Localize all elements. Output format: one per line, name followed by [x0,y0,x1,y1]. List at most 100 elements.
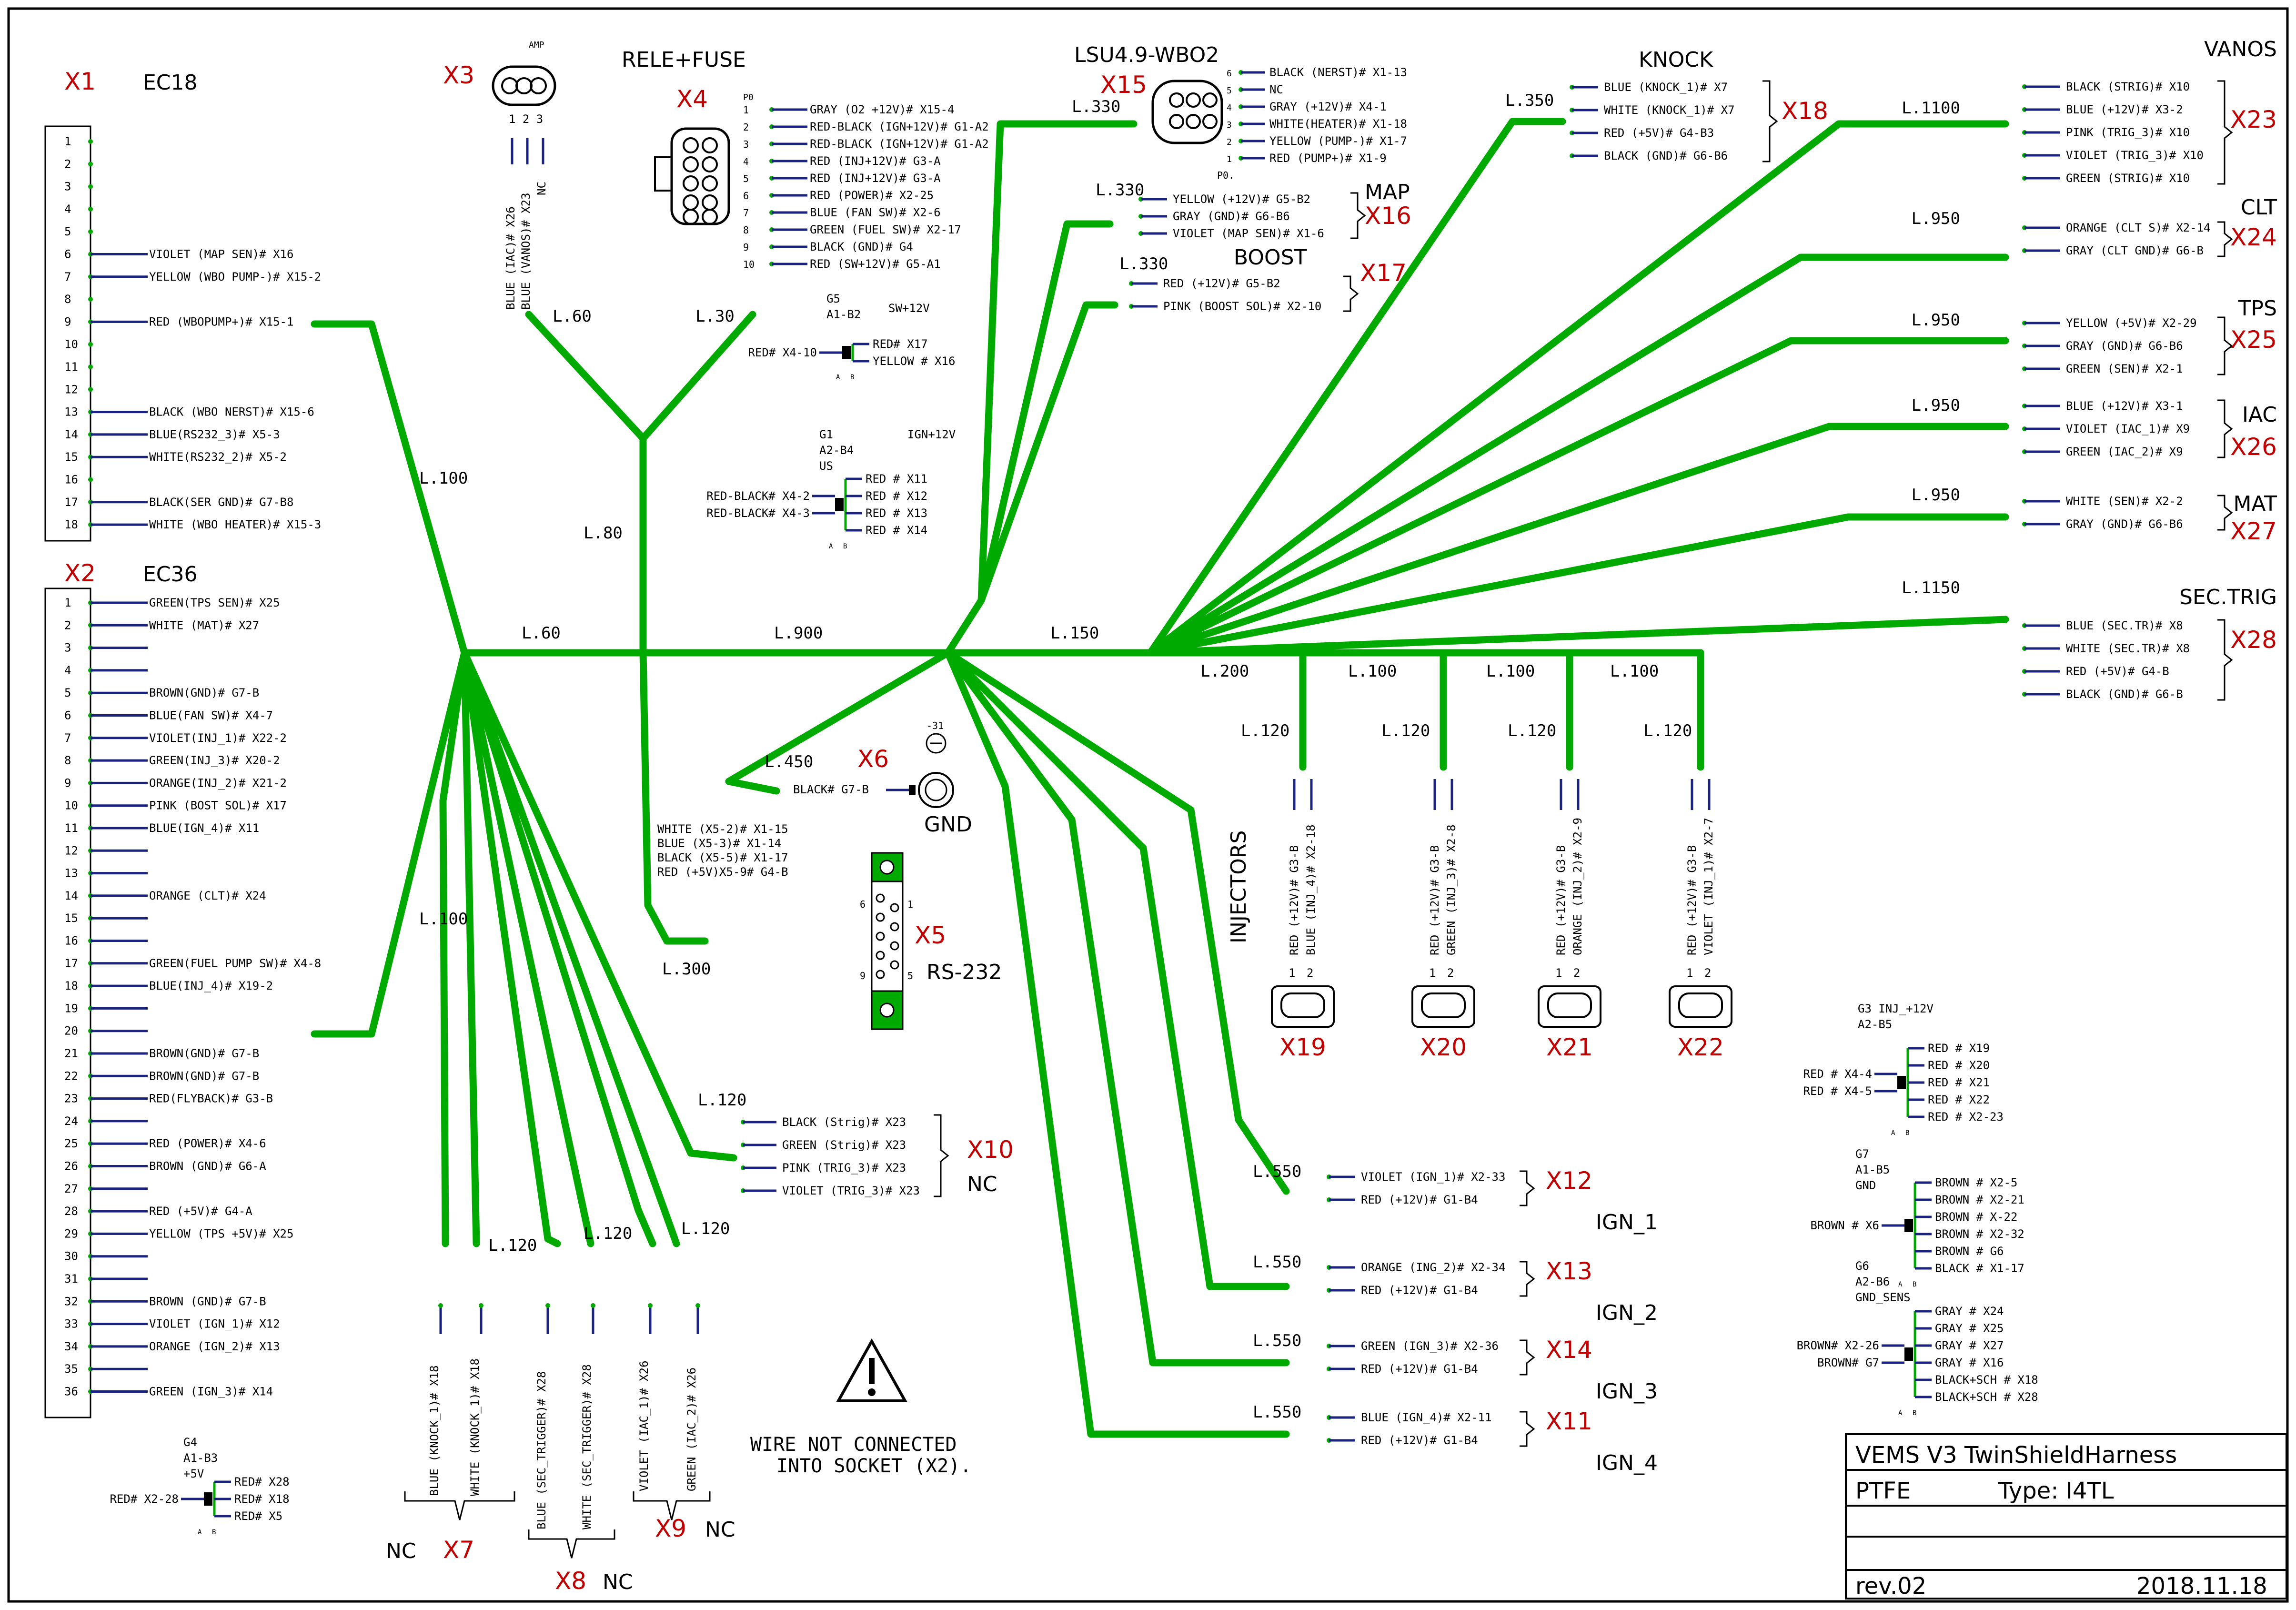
x16-pin-label: VIOLET (MAP SEN)# X1-6 [1173,227,1324,240]
length-x24: L.950 [1912,209,1960,228]
length-x18: L.350 [1505,91,1554,110]
x25-brace [2217,316,2233,375]
splice-in-label: RED-BLACK# X4-3 [706,506,810,520]
x5-pin-hole [876,932,885,941]
length-x3: L.60 [553,307,592,326]
splice-out-label: GRAY # X27 [1935,1339,2004,1352]
splice-out-label: RED # X22 [1928,1093,1990,1106]
x1-pin-label: VIOLET (MAP SEN)# X16 [149,248,293,261]
x1-pin-number: 8 [64,293,71,306]
connector-x8: L.120 BLUE (SEC_TRIGGER)# X28 WHITE (SEC… [528,1224,633,1595]
injector-connector-face [1547,992,1592,1018]
x25-pin-label: YELLOW (+5V)# X2-29 [2066,316,2197,330]
x4-pin-label: BLUE (FAN SW)# X2-6 [810,206,941,219]
splice-out-label: RED # X14 [866,524,927,537]
x18-pin-label: RED (+5V)# G4-B3 [1604,126,1714,140]
splice-out-label: BROWN # X2-5 [1935,1176,2017,1189]
x5-pin-hole [890,960,899,970]
x2-pin-label: RED (+5V)# G4-A [149,1205,252,1218]
splice-out-label: RED # X19 [1928,1042,1990,1055]
x2-pin-number: 27 [64,1182,78,1195]
x28-title: SEC.TRIG [2179,585,2277,609]
x4-pin-label: GRAY (O2 +12V)# X15-4 [810,103,954,116]
length-rs232: L.80 [584,524,623,543]
splice-subtitle-2: US [819,459,833,473]
x4-pin-label: RED (POWER)# X2-25 [810,189,934,202]
x8-wire-2: WHITE (SEC_TRIGGER)# X28 [580,1364,594,1529]
length-x26: L.950 [1912,396,1960,415]
x1-pin-dot [88,229,93,234]
length-x12: L.550 [1253,1162,1301,1181]
length-x14: L.550 [1253,1331,1301,1350]
x23-pin-label: BLACK (STRIG)# X10 [2066,80,2190,93]
splice-subtitle: A2-B4 [819,444,854,457]
date: 2018.11.18 [2136,1573,2267,1600]
connector-x7: L.120 BLUE (KNOCK_1)# X18 WHITE (KNOCK_1… [386,1236,537,1564]
splice-out-label: BLACK+SCH # X28 [1935,1390,2038,1404]
x2-pin-number: 35 [64,1362,78,1376]
x3-wire-3: NC [535,182,548,195]
x15-pin-label: GRAY (+12V)# X4-1 [1269,100,1387,113]
injector-wire-2: GREEN (INJ_3)# X2-8 [1445,824,1458,955]
x24-brace [2217,221,2233,257]
x2-pin-number: 15 [64,911,78,925]
splice-body [842,346,851,359]
x14-pin-label: GREEN (IGN_3)# X2-36 [1361,1339,1499,1353]
x9-wire-2: GREEN (IAC_2)# X26 [685,1367,698,1491]
x2-pin-number: 17 [64,957,78,970]
x4-cavity [683,175,699,192]
x4-pin-number: 8 [743,224,749,236]
x2-pin-number: 28 [64,1205,78,1218]
x2-pin-number: 1 [64,596,71,609]
x26-pin-label: GREEN (IAC_2)# X9 [2066,445,2183,458]
injector-wire-1: RED (+12V)# G3-B [1428,845,1441,955]
x1-pin-label: BLACK(SER GND)# G7-B8 [149,496,293,509]
x12-ign-label: IGN_1 [1596,1210,1658,1235]
note-line-2: INTO SOCKET (X2). [776,1455,971,1477]
length-x16: L.330 [1096,181,1144,200]
length-x11: L.550 [1253,1403,1301,1422]
x2-pin-number: 26 [64,1160,78,1173]
x18-pin-label: WHITE (KNOCK_1)# X7 [1604,103,1735,117]
x4-pin-label: RED-BLACK (IGN+12V)# G1-A2 [810,120,989,133]
x4-cavity [702,209,718,225]
x5-wire-label: BLACK (X5-5)# X1-17 [657,851,788,864]
x2-pin-label: YELLOW (TPS +5V)# X25 [149,1227,293,1240]
splice-title: G7 [1855,1147,1869,1161]
x6-gnd: GND [924,812,972,837]
x26-pin-label: VIOLET (IAC_1)# X9 [2066,422,2190,435]
injector-pin-1: 1 [1555,966,1562,980]
length-trunk-b: L.900 [774,624,823,643]
x2-pin-number: 8 [64,754,71,767]
injector-connector-body [1669,985,1732,1028]
x16-brace [1350,192,1366,239]
splice-out-label: GRAY # X24 [1935,1305,2004,1318]
x17-pin-label: RED (+12V)# G5-B2 [1163,277,1280,290]
x24-pin-label: ORANGE (CLT S)# X2-14 [2066,221,2210,234]
x27-id: X27 [2230,517,2277,545]
x23-id: X23 [2230,106,2277,133]
x2-pin-number: 5 [64,686,71,699]
splice-b: B [1913,1281,1916,1288]
x2-pin-number: 22 [64,1069,78,1083]
x17-id: X17 [1360,259,1407,287]
x2-pin-number: 9 [64,776,71,790]
x2-pin-number: 13 [64,867,78,880]
x10-pin-label: PINK (TRIG_3)# X23 [782,1161,906,1175]
splice-b: B [850,374,854,381]
x6-wire: BLACK# G7-B [793,783,869,796]
x1-pin-number: 15 [64,450,78,464]
x27-title: MAT [2233,492,2277,516]
injector-wire-1: RED (+12V)# G3-B [1554,845,1568,955]
splice-subtitle: A2-B6 [1855,1275,1890,1288]
x17-brace [1343,275,1359,312]
splice-out-label: BROWN # X2-32 [1935,1227,2024,1241]
injector-pin-1: 1 [1686,966,1693,980]
x2-pin-number: 24 [64,1114,78,1128]
